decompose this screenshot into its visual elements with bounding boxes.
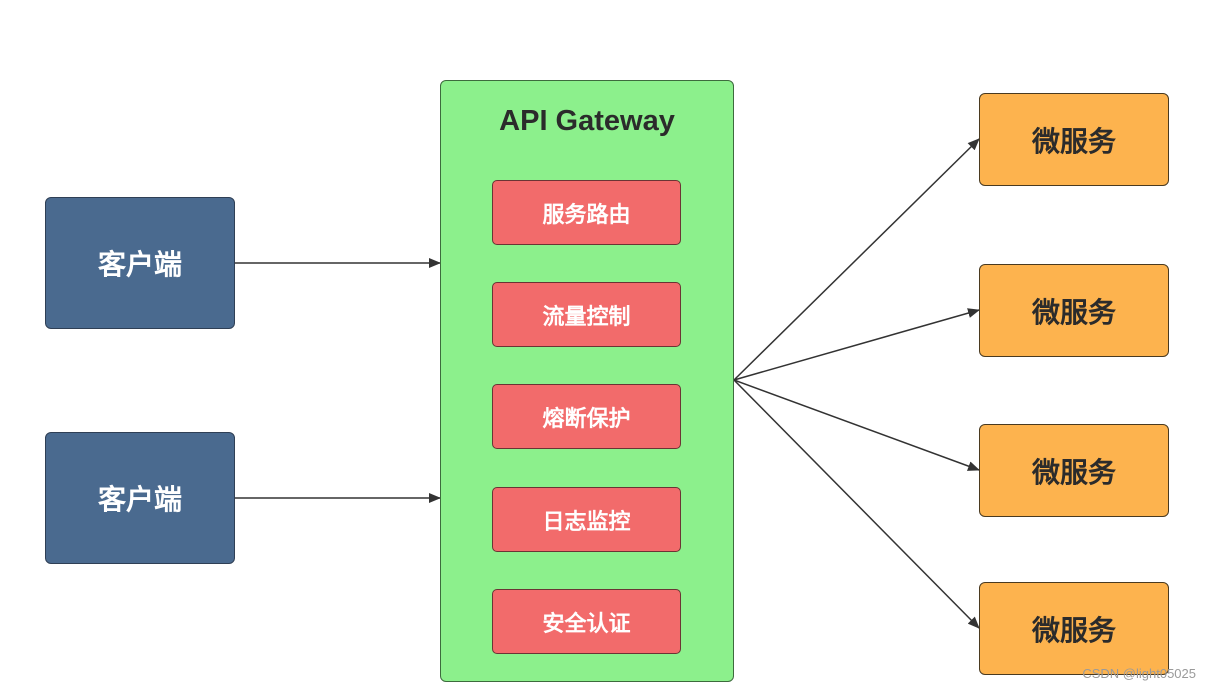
watermark: CSDN @light05025 xyxy=(1082,666,1196,681)
client-label: 客户端 xyxy=(97,248,182,281)
microservice-label: 微服务 xyxy=(1031,124,1116,158)
edge-gateway-to-service-3 xyxy=(733,379,980,471)
microservice-label: 微服务 xyxy=(1031,455,1116,489)
gateway-function-label: 安全认证 xyxy=(542,611,631,637)
gateway-function-routing: 服务路由 xyxy=(492,180,681,245)
edge-gateway-to-service-4 xyxy=(733,379,980,629)
client-node: 客户端 xyxy=(45,197,235,329)
gateway-function-auth: 安全认证 xyxy=(492,589,681,654)
microservice-node: 微服务 xyxy=(979,424,1169,517)
gateway-function-label: 流量控制 xyxy=(542,304,631,330)
microservice-node: 微服务 xyxy=(979,93,1169,186)
microservice-node: 微服务 xyxy=(979,582,1169,675)
gateway-function-label: 日志监控 xyxy=(542,509,631,535)
client-label: 客户端 xyxy=(97,483,182,516)
gateway-function-traffic-control: 流量控制 xyxy=(492,282,681,347)
microservice-node: 微服务 xyxy=(979,264,1169,357)
gateway-function-label: 熔断保护 xyxy=(542,406,631,432)
gateway-function-label: 服务路由 xyxy=(542,202,631,228)
gateway-function-logging: 日志监控 xyxy=(492,487,681,552)
gateway-function-circuit-breaker: 熔断保护 xyxy=(492,384,681,449)
api-gateway-node: API Gateway 服务路由 流量控制 熔断保护 日志监控 安全认证 xyxy=(440,80,734,682)
edge-gateway-to-service-2 xyxy=(733,308,980,381)
edge-gateway-to-service-1 xyxy=(733,138,980,381)
client-node: 客户端 xyxy=(45,432,235,564)
microservice-label: 微服务 xyxy=(1031,295,1116,329)
gateway-title: API Gateway xyxy=(499,105,675,137)
microservice-label: 微服务 xyxy=(1031,613,1116,647)
